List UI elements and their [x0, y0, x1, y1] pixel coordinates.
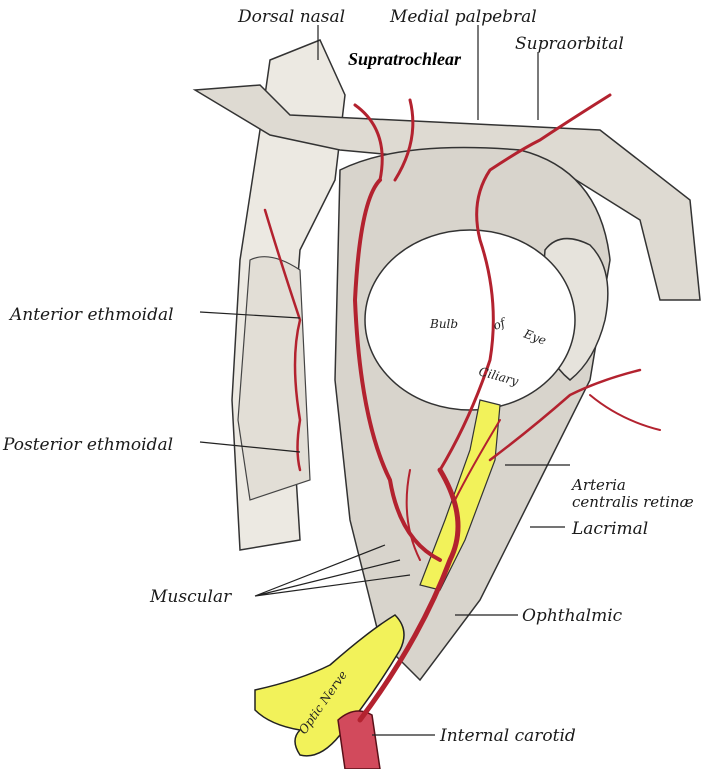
- bulb-of-eye: [364, 229, 576, 411]
- arteries: [263, 93, 661, 723]
- label-anterior-ethmoidal: Anterior ethmoidal: [8, 305, 174, 325]
- label-ophthalmic: Ophthalmic: [522, 606, 623, 626]
- label-supratrochlear: Supratrochlear: [348, 49, 462, 69]
- label-muscular: Muscular: [149, 587, 232, 607]
- leader-muscular: [254, 544, 411, 597]
- frontal-bone: [192, 84, 701, 301]
- orbit-muscles: [334, 146, 611, 682]
- label-posterior-ethmoidal: Posterior ethmoidal: [2, 435, 173, 455]
- label-lacrimal: Lacrimal: [571, 519, 648, 539]
- internal-carotid-vessel: [337, 710, 381, 769]
- leader-anterior-ethmoidal: [199, 311, 301, 319]
- optic-nerve: [254, 614, 405, 757]
- label-supraorbital: Supraorbital: [515, 34, 624, 54]
- label-centralis-retinae: centralis retinæ: [572, 493, 694, 511]
- label-bulb: Bulb: [429, 317, 458, 331]
- label-internal-carotid: Internal carotid: [439, 726, 576, 746]
- label-medial-palpebral: Medial palpebral: [389, 7, 537, 27]
- label-dorsal-nasal: Dorsal nasal: [237, 7, 345, 27]
- leader-posterior-ethmoidal: [199, 441, 301, 453]
- label-arteria: Arteria: [570, 476, 626, 494]
